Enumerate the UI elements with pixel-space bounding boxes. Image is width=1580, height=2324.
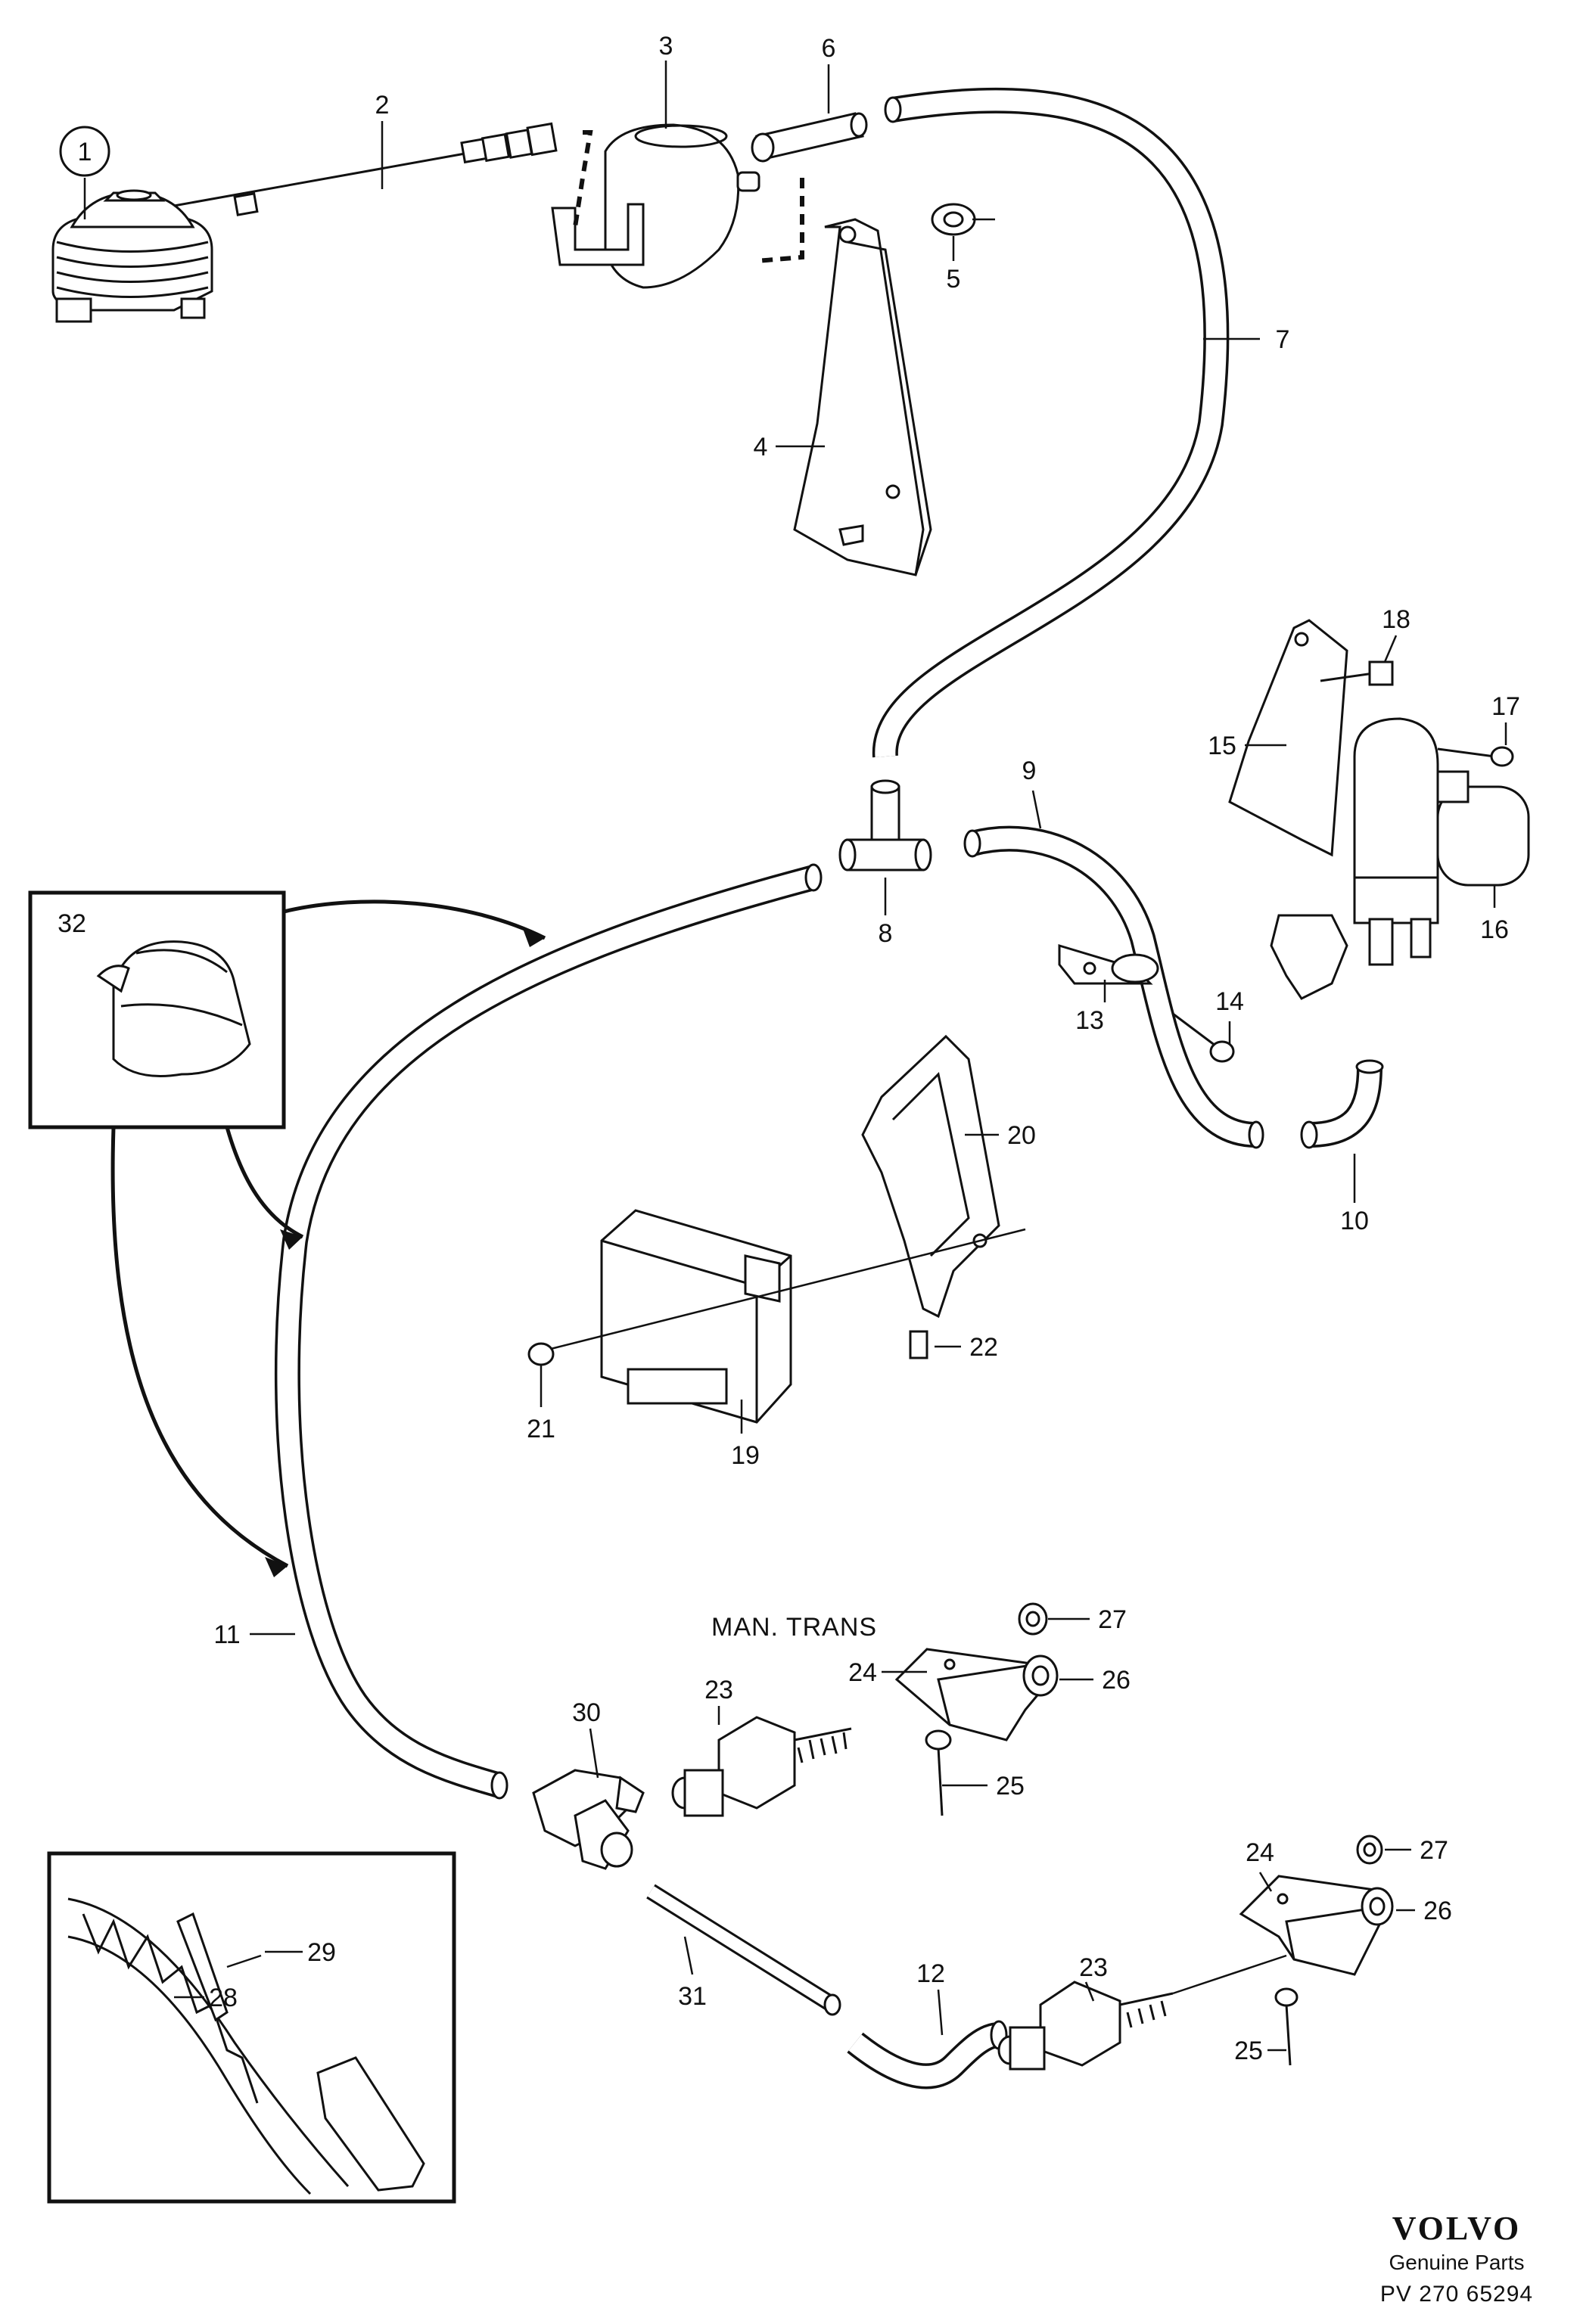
callout-24-lower: 24	[1246, 1838, 1274, 1867]
t-connector	[838, 779, 932, 872]
nut	[931, 203, 995, 236]
washer-27-lower	[1356, 1835, 1383, 1865]
callout-1-circle	[59, 126, 110, 177]
callout-10: 10	[1340, 1207, 1369, 1235]
callout-26-lower: 26	[1423, 1897, 1452, 1925]
callout-30: 30	[572, 1698, 601, 1727]
callout-17: 17	[1491, 692, 1520, 721]
callout-27-lower: 27	[1420, 1836, 1448, 1865]
callout-23-upper: 23	[704, 1676, 733, 1704]
leader-lines	[83, 61, 1507, 2052]
inset-box-pedal	[47, 1851, 456, 2204]
callout-29: 29	[307, 1938, 336, 1967]
callout-27-upper: 27	[1098, 1605, 1127, 1634]
screw-17	[1437, 746, 1514, 767]
callout-16: 16	[1480, 915, 1509, 944]
washer-27-upper	[1018, 1602, 1048, 1636]
callout-15: 15	[1208, 732, 1236, 760]
hose-connector	[751, 112, 868, 163]
actuator-unit	[51, 189, 213, 323]
callout-labels: 1 2 3 6 4 5 7 8 9 10 11 12 13 14 15 16 1…	[58, 32, 1520, 2065]
callout-20: 20	[1007, 1121, 1036, 1150]
callout-14: 14	[1215, 987, 1244, 1016]
callout-12: 12	[916, 1959, 945, 1988]
callout-26-upper: 26	[1102, 1666, 1131, 1695]
elbow-hose-lower	[847, 2020, 1008, 2089]
screw-25-upper	[925, 1729, 952, 1816]
callout-11: 11	[213, 1620, 240, 1649]
vacuum-hose-upper	[872, 87, 1230, 758]
callout-8: 8	[879, 919, 893, 948]
brand-logo: VOLVO	[1392, 2210, 1522, 2247]
callout-18: 18	[1382, 605, 1410, 634]
washer-26-upper	[1022, 1654, 1059, 1697]
module-bracket	[861, 1034, 1000, 1319]
callout-25-lower: 25	[1234, 2037, 1263, 2065]
callout-9: 9	[1022, 757, 1037, 785]
brand-tagline: Genuine Parts	[1389, 2251, 1525, 2274]
cable-assembly	[173, 122, 558, 216]
callout-22: 22	[969, 1333, 998, 1362]
callout-24-upper: 24	[848, 1658, 877, 1687]
switch-lower	[997, 1981, 1174, 2071]
inset-box-clip	[28, 890, 286, 1129]
switch-bracket-lower	[1239, 1875, 1386, 1976]
callout-28: 28	[209, 1984, 238, 2012]
screw-21	[527, 1342, 555, 1366]
callout-31: 31	[678, 1982, 707, 2011]
valve-bracket	[1228, 619, 1348, 1000]
callout-21: 21	[527, 1415, 555, 1443]
callout-25-upper: 25	[996, 1772, 1025, 1800]
switch-bracket-upper	[894, 1648, 1046, 1741]
washer-26-lower	[1361, 1887, 1394, 1926]
control-module	[600, 1209, 792, 1424]
solenoid-valve	[1353, 717, 1530, 966]
screw-22	[909, 1330, 928, 1359]
callout-2: 2	[375, 91, 390, 120]
section-heading: MAN. TRANS	[711, 1613, 877, 1642]
callout-19: 19	[731, 1441, 760, 1470]
reference-number: PV 270 65294	[1380, 2282, 1533, 2307]
screw	[1172, 1012, 1235, 1063]
callout-4: 4	[754, 433, 768, 461]
mounting-bracket	[793, 218, 932, 576]
callout-13: 13	[1075, 1006, 1104, 1035]
hose-clamp	[1058, 943, 1159, 985]
switch-upper	[671, 1716, 852, 1817]
elbow-hose	[1300, 1059, 1384, 1149]
callout-32: 32	[58, 909, 86, 938]
vacuum-servo	[551, 123, 804, 289]
brand-block: VOLVO Genuine Parts PV 270 65294	[1380, 2210, 1533, 2307]
t-piece	[532, 1769, 645, 1870]
vacuum-hose-long	[274, 863, 823, 1800]
callout-1: 1	[78, 138, 92, 166]
callout-5: 5	[947, 265, 961, 294]
callout-23-lower: 23	[1079, 1953, 1108, 1982]
callout-6: 6	[822, 34, 836, 63]
screw-25-lower	[1274, 1987, 1299, 2066]
hose-segment	[646, 1884, 841, 2016]
inset-arrows	[110, 899, 546, 1577]
callout-7: 7	[1276, 325, 1290, 354]
bolt-18	[1320, 660, 1394, 686]
callout-3: 3	[659, 32, 673, 61]
vacuum-hose-right	[963, 825, 1264, 1149]
mount-line	[544, 1228, 1026, 1352]
switch-link-lower	[1172, 1954, 1287, 1995]
